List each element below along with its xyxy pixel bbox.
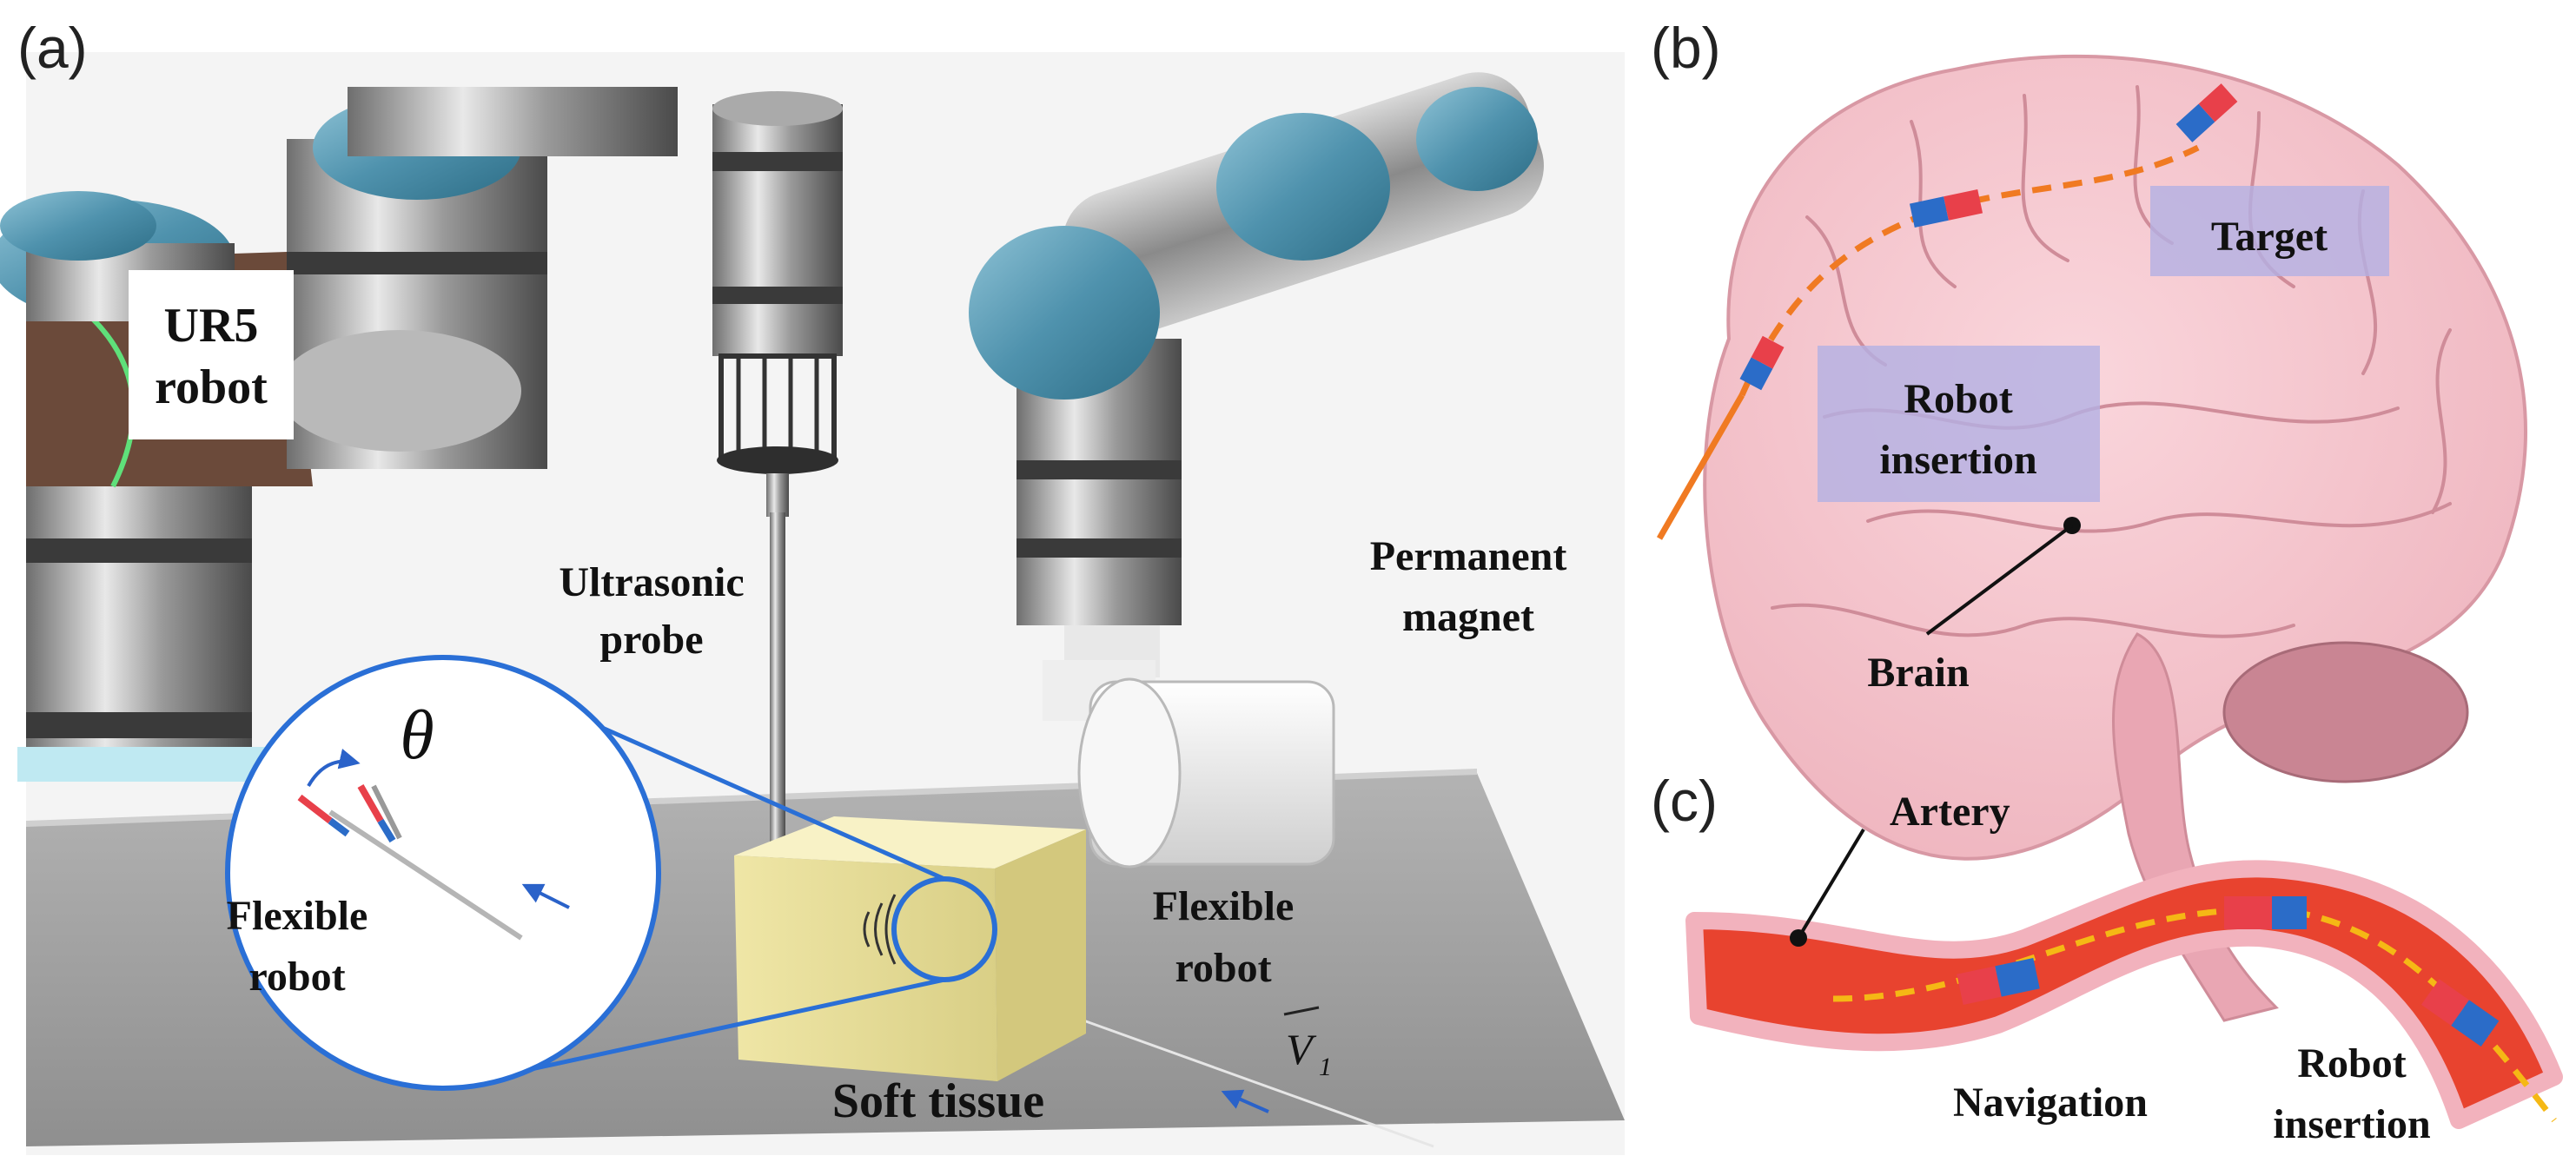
panel-c-label: (c)	[1651, 769, 1718, 833]
panel-b-label: (b)	[1651, 16, 1721, 80]
brain-illustration	[1703, 54, 2527, 1022]
ur5-label-line1: UR5	[164, 299, 259, 353]
magnet-label-line1: Permanent	[1370, 533, 1567, 579]
artery-label: Artery	[1890, 789, 2010, 835]
magnet-robot	[969, 72, 1544, 721]
robot-insertion-region-box	[1818, 346, 2100, 502]
brain-insertion-wire	[1656, 393, 1745, 540]
panel-c: Artery Navigation Robot insertion	[1685, 789, 2563, 1147]
target-label: Target	[2211, 214, 2328, 260]
brain-robot-segment-3	[2175, 83, 2238, 142]
flexible-robot-label-line2: robot	[1175, 945, 1271, 991]
brain-robot-segment-2	[1909, 188, 1983, 228]
permanent-magnet	[1077, 677, 1335, 868]
ultrasound-waves-icon	[863, 894, 897, 965]
artery-insertion-label-line1: Robot	[2297, 1040, 2406, 1086]
velocity-overline	[1283, 1006, 1320, 1016]
inset-flexible-robot-line2: robot	[248, 954, 345, 1000]
ultrasonic-probe	[712, 91, 843, 908]
insertion-direction-arrow-icon	[521, 883, 570, 909]
panel-a-label: (a)	[17, 16, 88, 80]
velocity-symbol: V	[1286, 1025, 1317, 1073]
brain-robot-segment-1	[1739, 335, 1785, 391]
velocity-arrow-icon	[1221, 1089, 1269, 1113]
probe-label-line1: Ultrasonic	[559, 559, 744, 605]
artery-robot-segment-2	[2224, 896, 2307, 929]
navigation-label: Navigation	[1953, 1080, 2148, 1126]
soft-tissue-block	[734, 816, 1086, 1081]
artery-vessel	[1685, 860, 2563, 1129]
ur5-label-box	[129, 270, 294, 439]
brain-navigation-path	[1738, 144, 2200, 397]
panel-b: Target Robot insertion Brain	[1656, 54, 2527, 1022]
brain-insertion-label-line1: Robot	[1904, 376, 2012, 422]
rotation-arrow-icon	[307, 749, 361, 788]
flexible-robot-label-line1: Flexible	[1153, 883, 1295, 929]
artery-insertion-label-line2: insertion	[2273, 1101, 2430, 1147]
inset-flexible-robot-line1: Flexible	[227, 893, 368, 939]
artery-robot-segment-3	[2420, 979, 2500, 1047]
probe-label-line2: probe	[599, 617, 703, 663]
theta-symbol: θ	[400, 697, 434, 774]
artery-robot-segment-1	[1957, 958, 2040, 1005]
brain-label: Brain	[1867, 650, 1969, 696]
target-region-box	[2150, 186, 2389, 276]
brain-pointer-line	[1925, 524, 2074, 636]
velocity-subscript: 1	[1319, 1053, 1332, 1081]
panel-a: UR5 robot Ultrasonic probe	[0, 52, 1625, 1155]
soft-tissue-label: Soft tissue	[832, 1074, 1044, 1128]
artery-pointer-line	[1797, 828, 1865, 940]
inset-zoom	[225, 655, 661, 1091]
ur5-label-line2: robot	[155, 360, 268, 414]
brain-insertion-label-line2: insertion	[1879, 437, 2036, 483]
magnet-label-line2: magnet	[1402, 594, 1534, 640]
